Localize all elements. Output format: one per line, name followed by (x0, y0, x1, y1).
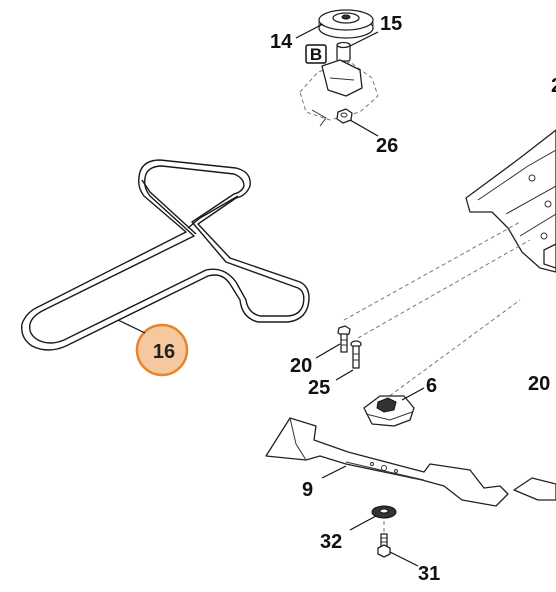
cutting-blade-second (513, 477, 556, 501)
idler-pulley (318, 9, 374, 39)
cutting-blade (265, 417, 509, 507)
callout-20-right: 20 (528, 373, 550, 395)
svg-text:B: B (310, 45, 322, 64)
drive-belt (21, 159, 310, 351)
blade-bolt (377, 533, 391, 558)
callout-20: 20 (290, 355, 312, 377)
callout-2-partial: 2 (551, 75, 556, 97)
hex-nut (336, 108, 353, 124)
callout-32: 32 (320, 531, 342, 553)
callout-9: 9 (302, 479, 313, 501)
callout-26: 26 (376, 135, 398, 157)
mower-deck-housing (465, 129, 556, 273)
spacer-bushing (336, 41, 351, 62)
callout-6: 6 (426, 375, 437, 397)
callout-25: 25 (308, 377, 330, 399)
callout-14: 14 (270, 31, 293, 53)
upper-bracket-assembly (299, 9, 379, 127)
callout-16-highlight: 16 (117, 319, 189, 377)
washer (371, 505, 397, 519)
bolt-20 (337, 325, 351, 353)
callout-16: 16 (153, 341, 175, 363)
callout-15: 15 (380, 13, 402, 35)
detail-marker-b: B (305, 44, 327, 64)
blade-adapter (363, 395, 415, 427)
bolt-25 (350, 340, 362, 369)
callout-31: 31 (418, 563, 440, 585)
